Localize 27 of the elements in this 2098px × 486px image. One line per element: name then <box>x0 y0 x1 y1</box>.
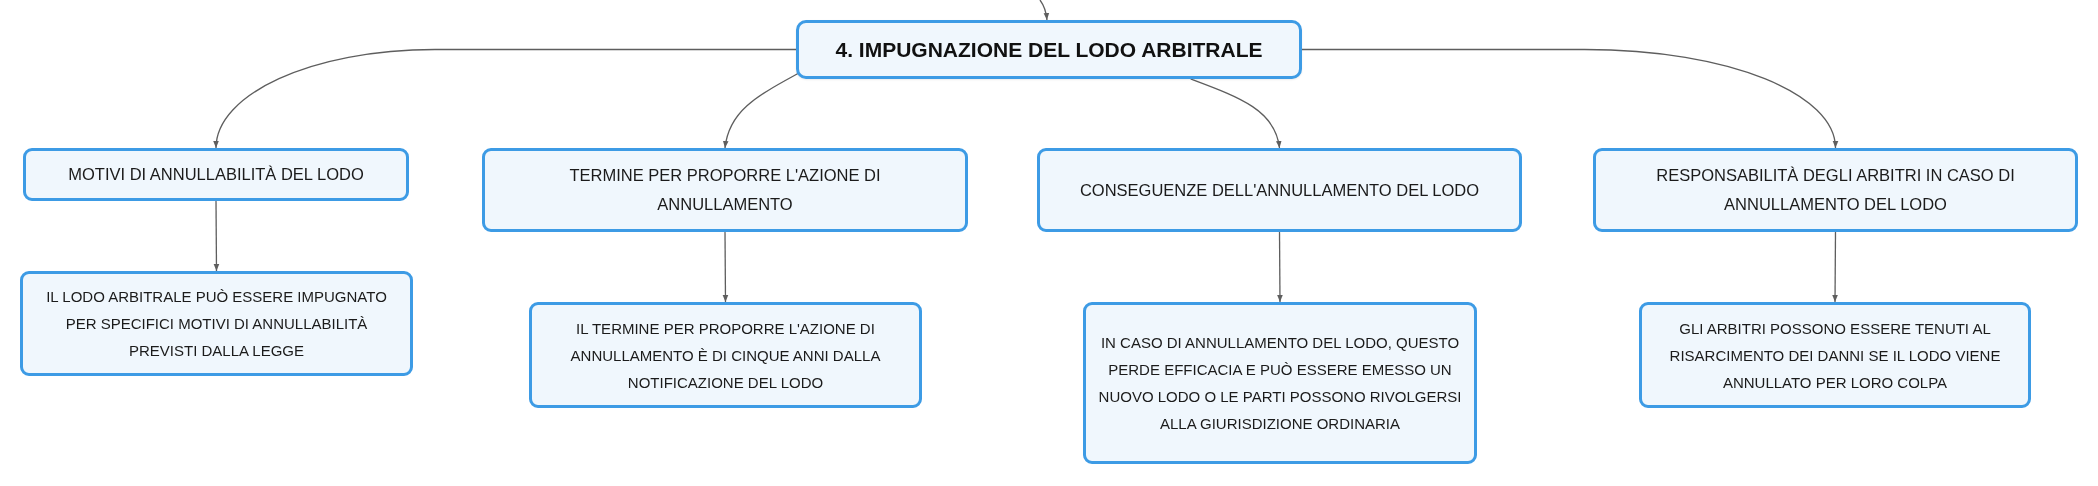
note-box <box>1083 302 1477 464</box>
note-box <box>529 302 922 408</box>
topic-title: 4. IMPUGNAZIONE DEL LODO ARBITRALE <box>835 36 1263 63</box>
subtopic-label: MOTIVI DI ANNULLABILITÀ DEL LODO <box>68 164 364 185</box>
connector-arrow <box>1039 0 1050 21</box>
connector-arrow <box>213 200 220 272</box>
subtopic-box <box>1593 148 2078 232</box>
subtopic-box <box>1037 148 1522 232</box>
connector-arrow <box>1190 78 1281 149</box>
subtopic-label: CONSEGUENZE DELL'ANNULLAMENTO DEL LODO <box>1079 179 1480 201</box>
note-text: IL LODO ARBITRALE PUÒ ESSERE IMPUGNATO PER SPECIFICI MOTIVI DI ANNULLABILITÀ PREVISTI DALLA LEGGE <box>45 287 388 361</box>
note-text: IL TERMINE PER PROPORRE L'AZIONE DI ANNULLAMENTO È DI CINQUE ANNI DALLA NOTIFICAZIONE DEL LODO <box>569 318 882 393</box>
note-text: IN CASO DI ANNULLAMENTO DEL LODO, QUESTO PERDE EFFICACIA E PUÒ ESSERE EMESSO UN NUOVO LODO O LE PARTI POSSONO RIVOLGERSI ALLA GIURISDIZIONE ORDINARIA <box>1097 333 1463 434</box>
note-text: GLI ARBITRI POSSONO ESSERE TENUTI AL RISARCIMENTO DEI DANNI SE IL LODO VIENE ANNULLATO PER LORO COLPA <box>1668 318 2002 393</box>
connector-arrow <box>722 231 729 303</box>
subtopic-label: TERMINE PER PROPORRE L'AZIONE DI ANNULLAMENTO <box>568 165 882 215</box>
subtopic-label: RESPONSABILITÀ DEGLI ARBITRI IN CASO DI ANNULLAMENTO DEL LODO <box>1655 165 2016 215</box>
connector-arrow <box>1277 231 1283 303</box>
subtopic-box <box>482 148 968 232</box>
connector-arrow <box>723 72 800 149</box>
connector-arrow <box>214 48 797 149</box>
topic-box <box>796 20 1302 79</box>
note-box <box>20 271 413 376</box>
subtopic-box <box>23 148 409 201</box>
note-box <box>1639 302 2031 408</box>
connector-arrow <box>1301 48 1838 149</box>
connector-arrow <box>1832 231 1838 303</box>
